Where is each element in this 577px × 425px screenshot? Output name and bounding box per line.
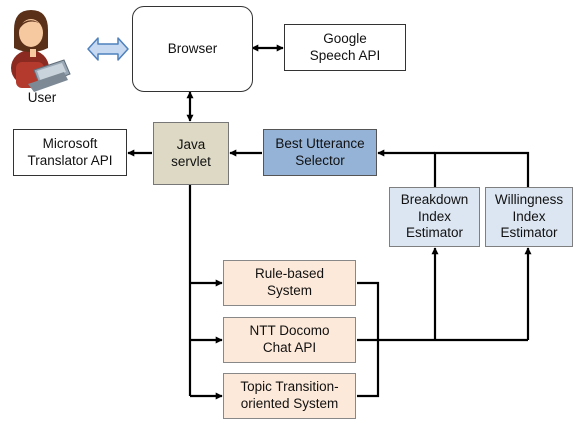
willingness-line1: Willingness bbox=[494, 191, 564, 207]
breakdown-line3: Estimator bbox=[405, 225, 463, 241]
best-utterance-selector-node: Best Utterance Selector bbox=[263, 129, 377, 176]
rule-line1: Rule-based bbox=[254, 266, 325, 282]
breakdown-index-estimator-node: Breakdown Index Estimator bbox=[389, 187, 480, 247]
topic-line1: Topic Transition- bbox=[240, 379, 339, 395]
user-with-laptop-icon bbox=[11, 10, 71, 92]
google-speech-api-node: Google Speech API bbox=[284, 24, 406, 71]
rule-based-system-node: Rule-based System bbox=[223, 260, 356, 306]
willingness-index-estimator-node: Willingness Index Estimator bbox=[485, 187, 573, 247]
microsoft-line1: Microsoft bbox=[42, 135, 98, 151]
topic-transition-system-node: Topic Transition- oriented System bbox=[223, 373, 356, 419]
user-label: User bbox=[27, 90, 57, 105]
selector-line2: Selector bbox=[295, 152, 345, 168]
java-servlet-node: Java servlet bbox=[153, 122, 229, 185]
browser-node: Browser bbox=[132, 6, 253, 92]
ntt-line2: Chat API bbox=[262, 340, 317, 355]
java-line2: servlet bbox=[171, 153, 211, 169]
ntt-line1: NTT Docomo bbox=[249, 323, 330, 339]
breakdown-line2: Index bbox=[417, 208, 452, 224]
browser-label: Browser bbox=[167, 40, 218, 56]
estimators-selector-bracket bbox=[433, 151, 530, 187]
microsoft-line2: Translator API bbox=[27, 152, 113, 168]
user-browser-double-arrow bbox=[87, 37, 129, 61]
topic-line2: oriented System bbox=[240, 396, 339, 411]
willingness-line2: Index bbox=[512, 208, 546, 224]
willingness-line3: Estimator bbox=[500, 225, 558, 241]
java-line1: Java bbox=[176, 136, 206, 152]
ntt-docomo-chat-api-node: NTT Docomo Chat API bbox=[223, 317, 356, 363]
google-line2: Speech API bbox=[309, 47, 381, 63]
microsoft-translator-node: Microsoft Translator API bbox=[13, 129, 127, 176]
selector-line1: Best Utterance bbox=[275, 135, 365, 151]
google-line1: Google bbox=[323, 30, 367, 46]
breakdown-line1: Breakdown bbox=[400, 191, 469, 207]
rule-line2: System bbox=[266, 283, 312, 298]
